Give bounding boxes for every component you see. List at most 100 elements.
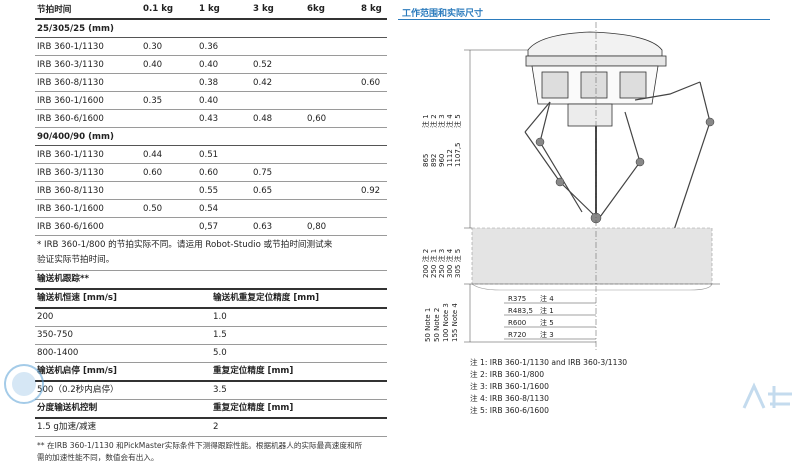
dim-note: 注 3: [437, 114, 446, 128]
dim-note: 注 2: [429, 114, 438, 128]
header-cell: 分度输送机控制: [37, 403, 98, 413]
note-line: 验证实际节拍时间。: [37, 255, 115, 265]
table-cell: [359, 145, 387, 164]
radius-note: 注 4: [540, 294, 554, 303]
radius-note: 注 1: [540, 306, 554, 315]
table-cell: 0.40: [197, 91, 251, 110]
conveyor-row: 200 1.0: [35, 309, 387, 327]
lower-left-dim: 50 Note 1: [424, 308, 432, 342]
header-cell: 输送机恒速 [mm/s]: [37, 293, 117, 303]
table-cell: 0.35: [141, 91, 197, 110]
table-cell: 0.54: [197, 199, 251, 218]
radius-value: R720: [508, 331, 526, 339]
table-cell: 0.50: [141, 199, 197, 218]
diagram-legend: 注 1: IRB 360-1/1130 and IRB 360-3/1130 注…: [470, 357, 627, 417]
table-header-row: 节拍时间 0.1 kg 1 kg 3 kg 6kg 8 kg: [35, 0, 387, 20]
table-cell: [359, 91, 387, 110]
table-cell: 0.30: [141, 37, 197, 56]
table-cell: 0.44: [141, 145, 197, 164]
header-cell: 重复定位精度 [mm]: [213, 366, 294, 376]
footnote-line: ** 在IRB 360-1/1130 和PickMaster实际条件下测得跟踪性…: [37, 441, 363, 450]
group-label: 25/305/25 (mm): [35, 19, 387, 38]
header-cell: 8 kg: [359, 0, 387, 20]
table-cell: [305, 37, 359, 56]
conveyor-cell: 200: [37, 312, 54, 322]
table-cell: [359, 199, 387, 218]
legend-item: 注 5: IRB 360-6/1600: [470, 406, 549, 415]
table-cell: [141, 73, 197, 92]
table-cell: IRB 360-3/1130: [35, 163, 141, 182]
table-cell: IRB 360-6/1600: [35, 109, 141, 128]
title-rule: [398, 19, 770, 20]
radius-labels: R375 注 4 R483,5 注 1 R600 注 5 R720 注 3: [508, 294, 554, 339]
conveyor-cell: 800-1400: [37, 348, 79, 358]
conveyor-cell: 2: [213, 422, 219, 432]
table-cell: 0.48: [251, 109, 305, 128]
table-cell: [141, 181, 197, 200]
table-cell: 0.92: [359, 181, 387, 200]
spec-panel: 节拍时间 0.1 kg 1 kg 3 kg 6kg 8 kg 25/305/25…: [35, 0, 387, 464]
header-cell: 节拍时间: [35, 0, 141, 20]
table-cell: IRB 360-1/1600: [35, 91, 141, 110]
table-cell: 0.52: [251, 55, 305, 74]
conveyor-cell: 1.0: [213, 312, 227, 322]
diagram-title: 工作范围和实际尺寸: [402, 9, 484, 19]
legend-item: 注 3: IRB 360-1/1600: [470, 382, 549, 391]
table-cell: 0,57: [197, 217, 251, 236]
table-cell: 0.60: [197, 163, 251, 182]
table-cell: [359, 163, 387, 182]
height-values: 865 892 960 1112 1107,5 注 1 注 2 注 3 注 4 …: [421, 114, 462, 167]
table-cell: IRB 360-6/1600: [35, 217, 141, 236]
table-cell: [359, 217, 387, 236]
lower-dim: 250 注 1: [429, 249, 438, 278]
work-envelope: [471, 227, 713, 291]
table-cell: 0.65: [251, 181, 305, 200]
table-cell: [251, 199, 305, 218]
watermark-logo-icon: [742, 382, 792, 409]
table-cell: 0.75: [251, 163, 305, 182]
header-cell: 重复定位精度 [mm]: [213, 403, 294, 413]
conveyor-row: 500（0.2秒内启停）3.5: [35, 382, 387, 400]
table-cell: [251, 91, 305, 110]
table-cell: IRB 360-1/1130: [35, 145, 141, 164]
table-cell: [359, 109, 387, 128]
table-cell: [305, 163, 359, 182]
table-cell: 0.55: [197, 181, 251, 200]
header-cell: 3 kg: [251, 0, 305, 20]
dim-1107-5: 1107,5: [454, 143, 462, 168]
dim-892: 892: [430, 154, 438, 167]
lower-height-values: 200 注 2 250 注 1 250 注 3 300 注 4 305 注 5: [421, 248, 462, 278]
table-cell: [305, 73, 359, 92]
table-cell: IRB 360-3/1130: [35, 55, 141, 74]
header-cell: 输送机重复定位精度 [mm]: [213, 293, 320, 303]
table-cell: [305, 91, 359, 110]
dim-note: 注 4: [445, 114, 454, 128]
footnote-line: 需的加速性能不同，数值会有出入。: [37, 453, 159, 462]
table-cell: 0.38: [197, 73, 251, 92]
table-cell: 0,60: [305, 109, 359, 128]
table-cell: [251, 145, 305, 164]
lower-left-dim: 155 Note 4: [451, 303, 459, 342]
group-label: 90/400/90 (mm): [35, 127, 387, 146]
conveyor-start-header: 输送机启停 [mm/s] 重复定位精度 [mm]: [35, 363, 387, 382]
table-cell: 0.40: [197, 55, 251, 74]
header-cell: 1 kg: [197, 0, 251, 20]
table-group-row: 90/400/90 (mm): [35, 127, 387, 146]
radius-note: 注 3: [540, 330, 554, 339]
table-cell: [141, 217, 197, 236]
conveyor-cell: 1.5: [213, 330, 227, 340]
lower-left-values: 50 Note 1 50 Note 2 100 Note 3 155 Note …: [424, 303, 459, 342]
cycle-time-table: 节拍时间 0.1 kg 1 kg 3 kg 6kg 8 kg 25/305/25…: [35, 0, 387, 236]
table-cell: [305, 145, 359, 164]
conveyor-start-rows: 500（0.2秒内启停）3.5: [35, 382, 387, 400]
lower-left-dim: 100 Note 3: [442, 303, 450, 342]
table-cell: 0.63: [251, 217, 305, 236]
conveyor-accel-header: 分度输送机控制 重复定位精度 [mm]: [35, 400, 387, 419]
lower-dim: 200 注 2: [421, 249, 430, 278]
